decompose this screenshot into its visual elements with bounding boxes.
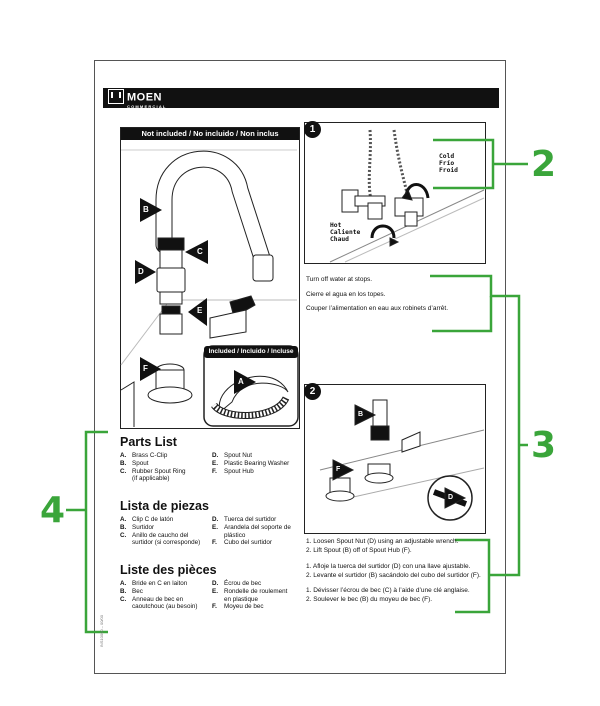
part-en-e: E.Plastic Bearing Washer (212, 459, 290, 467)
part-es-c: C.Anillo de caucho del (120, 531, 189, 539)
hot-label-es: Caliente (330, 229, 361, 236)
part-es-a: A.Clip C de latón (120, 516, 174, 523)
included-header: Included / Incluido / Incluse (208, 348, 294, 355)
callout-3: 3 (531, 425, 557, 466)
part-es-d: D.Tuerca del surtidor (212, 516, 277, 523)
step2-illustration (319, 399, 485, 521)
part-en-a: A.Brass C-Clip (120, 452, 168, 459)
parts-fr-left: A.Bride en C en laiton B.Bec C.Anneau de… (120, 580, 197, 611)
marker-e: E (197, 306, 203, 315)
part-fr-e-note: en plastique (224, 595, 258, 603)
parts-title-es: Lista de piezas (120, 499, 209, 513)
part-fr-e: E.Rondelle de roulement (212, 587, 288, 595)
callout-lines (66, 138, 528, 634)
part-fr-c-note: caoutchouc (au besoin) (132, 603, 198, 611)
hot-label: Hot Caliente Chaud (330, 222, 360, 243)
step1-instruction-fr: Couper l’alimentation en eau aux robinet… (306, 305, 449, 312)
brand-bar (103, 88, 499, 108)
cold-label-es: Frío (439, 160, 455, 167)
included-inset (203, 345, 299, 427)
part-en-f: F.Spout Hub (212, 467, 254, 475)
step1-instruction-en: Turn off water at stops. (306, 276, 373, 283)
marker-b: B (143, 205, 149, 214)
part-es-e: E.Arandela del soporte de (212, 523, 291, 531)
part-fr-b: B.Bec (120, 587, 143, 595)
part-fr-f: F.Moyeu de bec (212, 603, 264, 611)
part-en-b: B.Spout (120, 459, 149, 467)
part-fr-c: C.Anneau de bec en (120, 595, 184, 603)
spout-illustration (120, 149, 297, 427)
part-markers (135, 198, 208, 381)
marker-f: F (143, 364, 148, 373)
marker-a: A (238, 377, 244, 386)
part-fr-d: D.Écrou de bec (212, 580, 262, 587)
part-en-d: D.Spout Nut (212, 452, 253, 459)
marker-c: C (197, 247, 203, 256)
parts-en-right: D.Spout Nut E.Plastic Bearing Washer F.S… (212, 452, 289, 475)
parts-fr-right: D.Écrou de bec E.Rondelle de roulement e… (212, 580, 287, 611)
part-es-c-note: surtidor (si corresponde) (132, 539, 201, 547)
step2-marker-f: F (336, 466, 341, 473)
parts-en-left: A.Brass C-Clip B.Spout C.Rubber Spout Ri… (120, 452, 186, 483)
step2-en-1: 1. Loosen Spout Nut (D) using an adjusta… (306, 538, 459, 545)
step2-marker-b: B (358, 411, 364, 418)
part-es-b: B.Surtidor (120, 523, 155, 531)
step2-en-2: 2. Lift Spout (B) off of Spout Hub (F). (306, 547, 412, 554)
moen-logo: MOEN COMMERCIAL (108, 89, 167, 109)
brand-sub: COMMERCIAL (127, 104, 167, 109)
step1-illustration (329, 129, 485, 263)
moen-logo-icon (108, 89, 124, 104)
cold-label: Cold Frío Froid (439, 153, 458, 174)
step1-number: 1 (304, 121, 321, 138)
callout-4: 4 (40, 490, 66, 531)
part-es-e-note: plástico (224, 531, 246, 539)
step2-fr-1: 1. Dévisser l’écrou de bec (C) à l’aide … (306, 587, 470, 594)
step2-es-2: 2. Levante el surtidor (B) sacándolo del… (306, 572, 481, 579)
step2-es-1: 1. Afloje la tuerca del surtidor (D) con… (306, 563, 471, 570)
parts-es-right: D.Tuerca del surtidor E.Arandela del sop… (212, 516, 291, 547)
marker-d: D (138, 267, 144, 276)
step1-instruction-es: Cierre el agua en los topes. (306, 291, 386, 298)
hot-label-en: Hot (330, 222, 342, 229)
not-included-header: Not included / No incluido / Non inclus (121, 128, 299, 140)
callout-2: 2 (531, 144, 557, 185)
step2-marker-d: D (448, 494, 454, 501)
cold-label-en: Cold (439, 153, 455, 160)
part-fr-a: A.Bride en C en laiton (120, 580, 188, 587)
parts-title-en: Parts List (120, 435, 177, 449)
part-en-c-note: (if applicable) (132, 475, 170, 483)
brand-name: MOEN (127, 91, 162, 104)
hot-label-fr: Chaud (330, 236, 349, 243)
parts-es-left: A.Clip C de latón B.Surtidor C.Anillo de… (120, 516, 200, 547)
step2-fr-2: 2. Soulever le bec (B) du moyeu de bec (… (306, 596, 433, 603)
cold-label-fr: Froid (439, 167, 458, 174)
part-es-f: F.Cubo del surtidor (212, 539, 272, 547)
step2-number: 2 (304, 383, 321, 400)
parts-title-fr: Liste des pièces (120, 563, 217, 577)
document-code: INS10000 – 00/00 (99, 615, 104, 648)
part-en-c: C.Rubber Spout Ring (120, 467, 186, 475)
